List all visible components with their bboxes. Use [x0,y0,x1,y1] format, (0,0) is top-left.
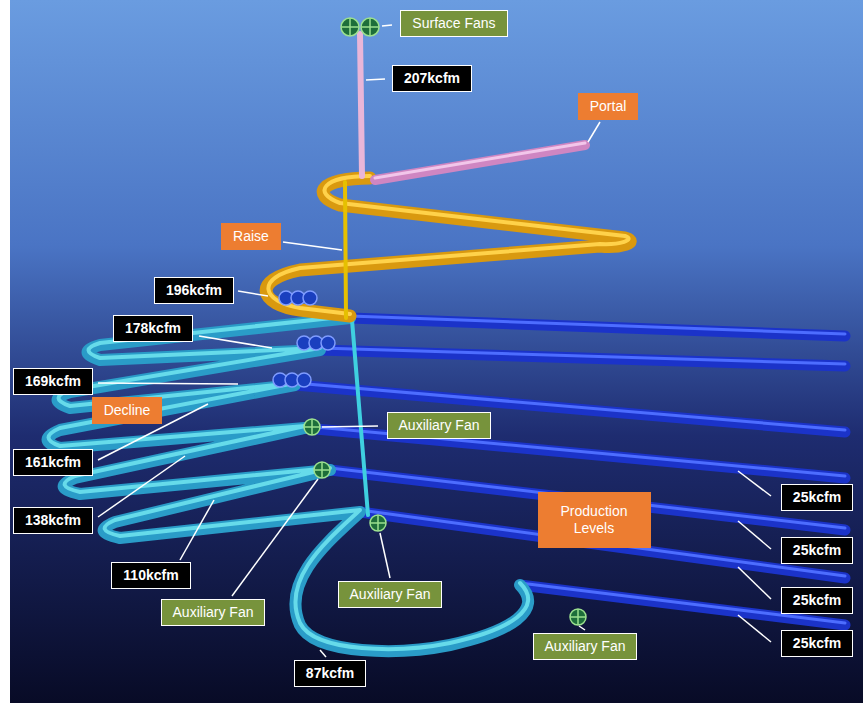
label-text: Auxiliary Fan [173,604,254,621]
level-highlight [295,383,845,430]
label-text: 169kcfm [25,373,81,390]
leader-line [738,615,771,642]
leader-line [366,79,385,80]
leader-line [98,456,185,517]
surface-shaft [360,34,362,176]
background [10,0,863,703]
leader-line [238,291,268,296]
airflow-callout: 196kcfm [154,277,234,304]
leader-line [320,650,326,657]
production-levels [295,316,845,625]
fan-label: Auxiliary Fan [161,599,266,626]
decline-ramp [48,316,529,651]
leader-line [283,242,342,250]
label-text: Auxiliary Fan [399,417,480,434]
label-text: Raise [233,228,269,245]
leader-lines [98,25,771,657]
label-text: Decline [104,402,151,419]
level-highlight [350,316,845,334]
leader-line [180,500,214,560]
fan-symbol [297,373,311,387]
leader-line [199,336,272,348]
level-drift [320,350,845,366]
decline-highlight [49,316,529,649]
upper-decline [266,176,630,318]
label-text: Auxiliary Fan [545,638,626,655]
label-text: Auxiliary Fan [350,586,431,603]
area-label: Portal [578,93,639,120]
airflow-callout: 178kcfm [113,315,193,342]
fan-symbol [321,336,335,350]
label-text: Surface Fans [412,15,495,32]
airflow-callout: 161kcfm [13,449,93,476]
label-text: 25kcfm [793,542,841,559]
label-text: 25kcfm [793,635,841,652]
main-fans [273,291,335,387]
leader-line [738,521,771,549]
fan-label: Surface Fans [400,10,507,37]
fan-label: Auxiliary Fan [533,633,638,660]
airflow-callout: 138kcfm [13,507,93,534]
raise-lower [352,320,368,515]
area-label: Raise [221,223,281,250]
airflow-callout: 207kcfm [392,65,472,92]
area-label: Production Levels [538,492,651,548]
label-text: Production Levels [545,503,644,537]
decline-tunnel [48,318,529,651]
fan-label: Auxiliary Fan [338,581,443,608]
yellow-highlight [268,176,628,314]
label-text: 110kcfm [123,567,178,584]
airflow-callout: 25kcfm [781,587,853,614]
label-text: 161kcfm [25,454,81,471]
portal-and-shaft [360,34,585,180]
airflow-callout: 169kcfm [13,368,93,395]
portal-highlight [375,143,585,178]
leader-line [232,479,318,596]
leader-line [579,626,585,630]
label-text: 178kcfm [125,320,181,337]
label-text: 207kcfm [404,70,460,87]
level-drift [350,318,845,336]
level-drift [295,385,845,432]
level-highlight [320,348,845,364]
raise-shaft [345,182,346,318]
label-text: 138kcfm [25,512,81,529]
leader-line [738,471,771,496]
area-label: Decline [92,397,163,424]
fan-label: Auxiliary Fan [387,412,492,439]
airflow-callout: 110kcfm [111,562,190,589]
label-text: 25kcfm [793,592,841,609]
leader-line [322,426,378,427]
fan-symbol [303,291,317,305]
label-text: Portal [590,98,627,115]
label-text: 196kcfm [166,282,222,299]
portal-drift [375,145,585,180]
leader-line [588,122,600,142]
leader-line [382,25,392,26]
airflow-callout: 25kcfm [781,484,853,511]
airflow-callout: 25kcfm [781,630,853,657]
surface-fans [341,18,379,36]
label-text: 87kcfm [306,665,354,682]
leader-line [380,533,390,578]
airflow-callout: 87kcfm [294,660,366,687]
fan-spokes [341,18,379,36]
leader-line [738,567,771,599]
leader-line [98,383,238,384]
label-text: 25kcfm [793,489,841,506]
airflow-callout: 25kcfm [781,537,853,564]
